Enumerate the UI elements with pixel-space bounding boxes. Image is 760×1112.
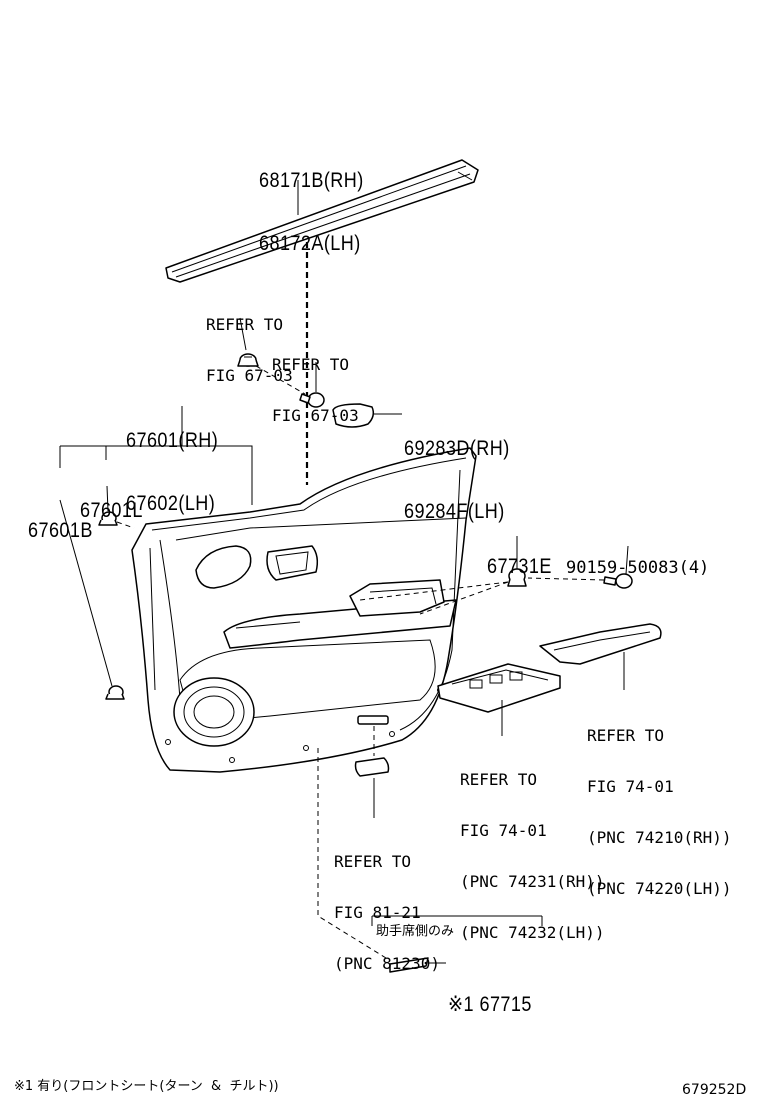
callout-passenger-side-only: 助手席側のみ bbox=[376, 899, 454, 951]
label-line: REFER TO bbox=[334, 852, 412, 871]
label-line: FIG 81-21 bbox=[334, 903, 421, 922]
trim-clip-left-top bbox=[98, 511, 118, 526]
callout-part-67715: ※1 67715 bbox=[448, 952, 532, 1036]
label-line: 90159-50083(4) bbox=[566, 558, 710, 578]
label-line: 68171B(RH) bbox=[259, 169, 364, 192]
armrest-pad-part bbox=[332, 403, 375, 428]
power-window-switch bbox=[437, 663, 561, 713]
callout-screw-90159: 90159-50083(4) bbox=[566, 526, 709, 594]
callout-trim-sub-l: 67601L bbox=[80, 458, 143, 542]
label-line: 助手席側のみ bbox=[376, 924, 455, 939]
callout-armrest-pad: 69283D(RH) 69284F(LH) bbox=[404, 396, 510, 543]
label-line: (PNC 74231(RH)) bbox=[460, 872, 605, 891]
callout-weatherstrip: 68171B(RH) 68172A(LH) bbox=[259, 128, 364, 275]
label-line: 69284F(LH) bbox=[404, 500, 505, 523]
label-line: FIG 67-03 bbox=[272, 406, 359, 425]
label-line: 68172A(LH) bbox=[259, 232, 361, 255]
label-line: REFER TO bbox=[206, 315, 284, 334]
callout-ref-fig-67-03-b: REFER TO FIG 67-03 bbox=[272, 322, 359, 441]
label-line: 67601L bbox=[80, 499, 143, 522]
callout-ref-fig-81-21-lamp: REFER TO FIG 81-21 (PNC 81230) bbox=[334, 819, 440, 989]
label-line: FIG 74-01 bbox=[460, 821, 547, 840]
callout-ref-fig-67-03-a: REFER TO FIG 67-03 bbox=[206, 282, 293, 401]
callout-ref-fig-74-01-panel: REFER TO FIG 74-01 (PNC 74210(RH)) (PNC … bbox=[587, 693, 732, 914]
trim-screw-upper bbox=[299, 392, 325, 408]
label-line: FIG 67-03 bbox=[206, 366, 293, 385]
screw-90159-part bbox=[603, 573, 633, 589]
belt-weatherstrip bbox=[165, 159, 479, 283]
label-line: 67602(LH) bbox=[126, 492, 216, 515]
footnote: ※1 有り(フロントシート(ターン & チルト)) bbox=[14, 1079, 279, 1094]
label-line: (PNC 74220(LH)) bbox=[587, 879, 732, 898]
callout-door-trim-board: 67601(RH) 67602(LH) bbox=[126, 388, 218, 535]
label-line: (PNC 74232(LH)) bbox=[460, 923, 605, 942]
label-line: 67601(RH) bbox=[126, 429, 219, 452]
label-line: FIG 74-01 bbox=[587, 777, 674, 796]
diagram-id: 679252D bbox=[682, 1082, 747, 1098]
label-67715-part bbox=[389, 957, 429, 973]
switch-base-panel bbox=[539, 623, 662, 665]
label-line: REFER TO bbox=[272, 355, 350, 374]
courtesy-lamp bbox=[354, 757, 390, 777]
trim-clip-upper bbox=[237, 353, 259, 367]
trim-clip-left-bottom bbox=[105, 685, 125, 700]
label-line: REFER TO bbox=[460, 770, 538, 789]
door-trim-board-part bbox=[131, 447, 477, 773]
label-line: 69283D(RH) bbox=[404, 437, 510, 460]
label-line: 67601B bbox=[28, 519, 93, 542]
callout-clip-67731e: 67731E bbox=[487, 514, 552, 598]
callout-trim-sub-b: 67601B bbox=[28, 478, 93, 562]
label-line: (PNC 74210(RH)) bbox=[587, 828, 732, 847]
label-line: 67731E bbox=[487, 555, 552, 578]
label-line: (PNC 81230) bbox=[334, 954, 440, 973]
label-line: REFER TO bbox=[587, 726, 665, 745]
label-line: ※1 67715 bbox=[448, 993, 532, 1016]
callout-ref-fig-74-01-switch: REFER TO FIG 74-01 (PNC 74231(RH)) (PNC … bbox=[460, 737, 605, 958]
